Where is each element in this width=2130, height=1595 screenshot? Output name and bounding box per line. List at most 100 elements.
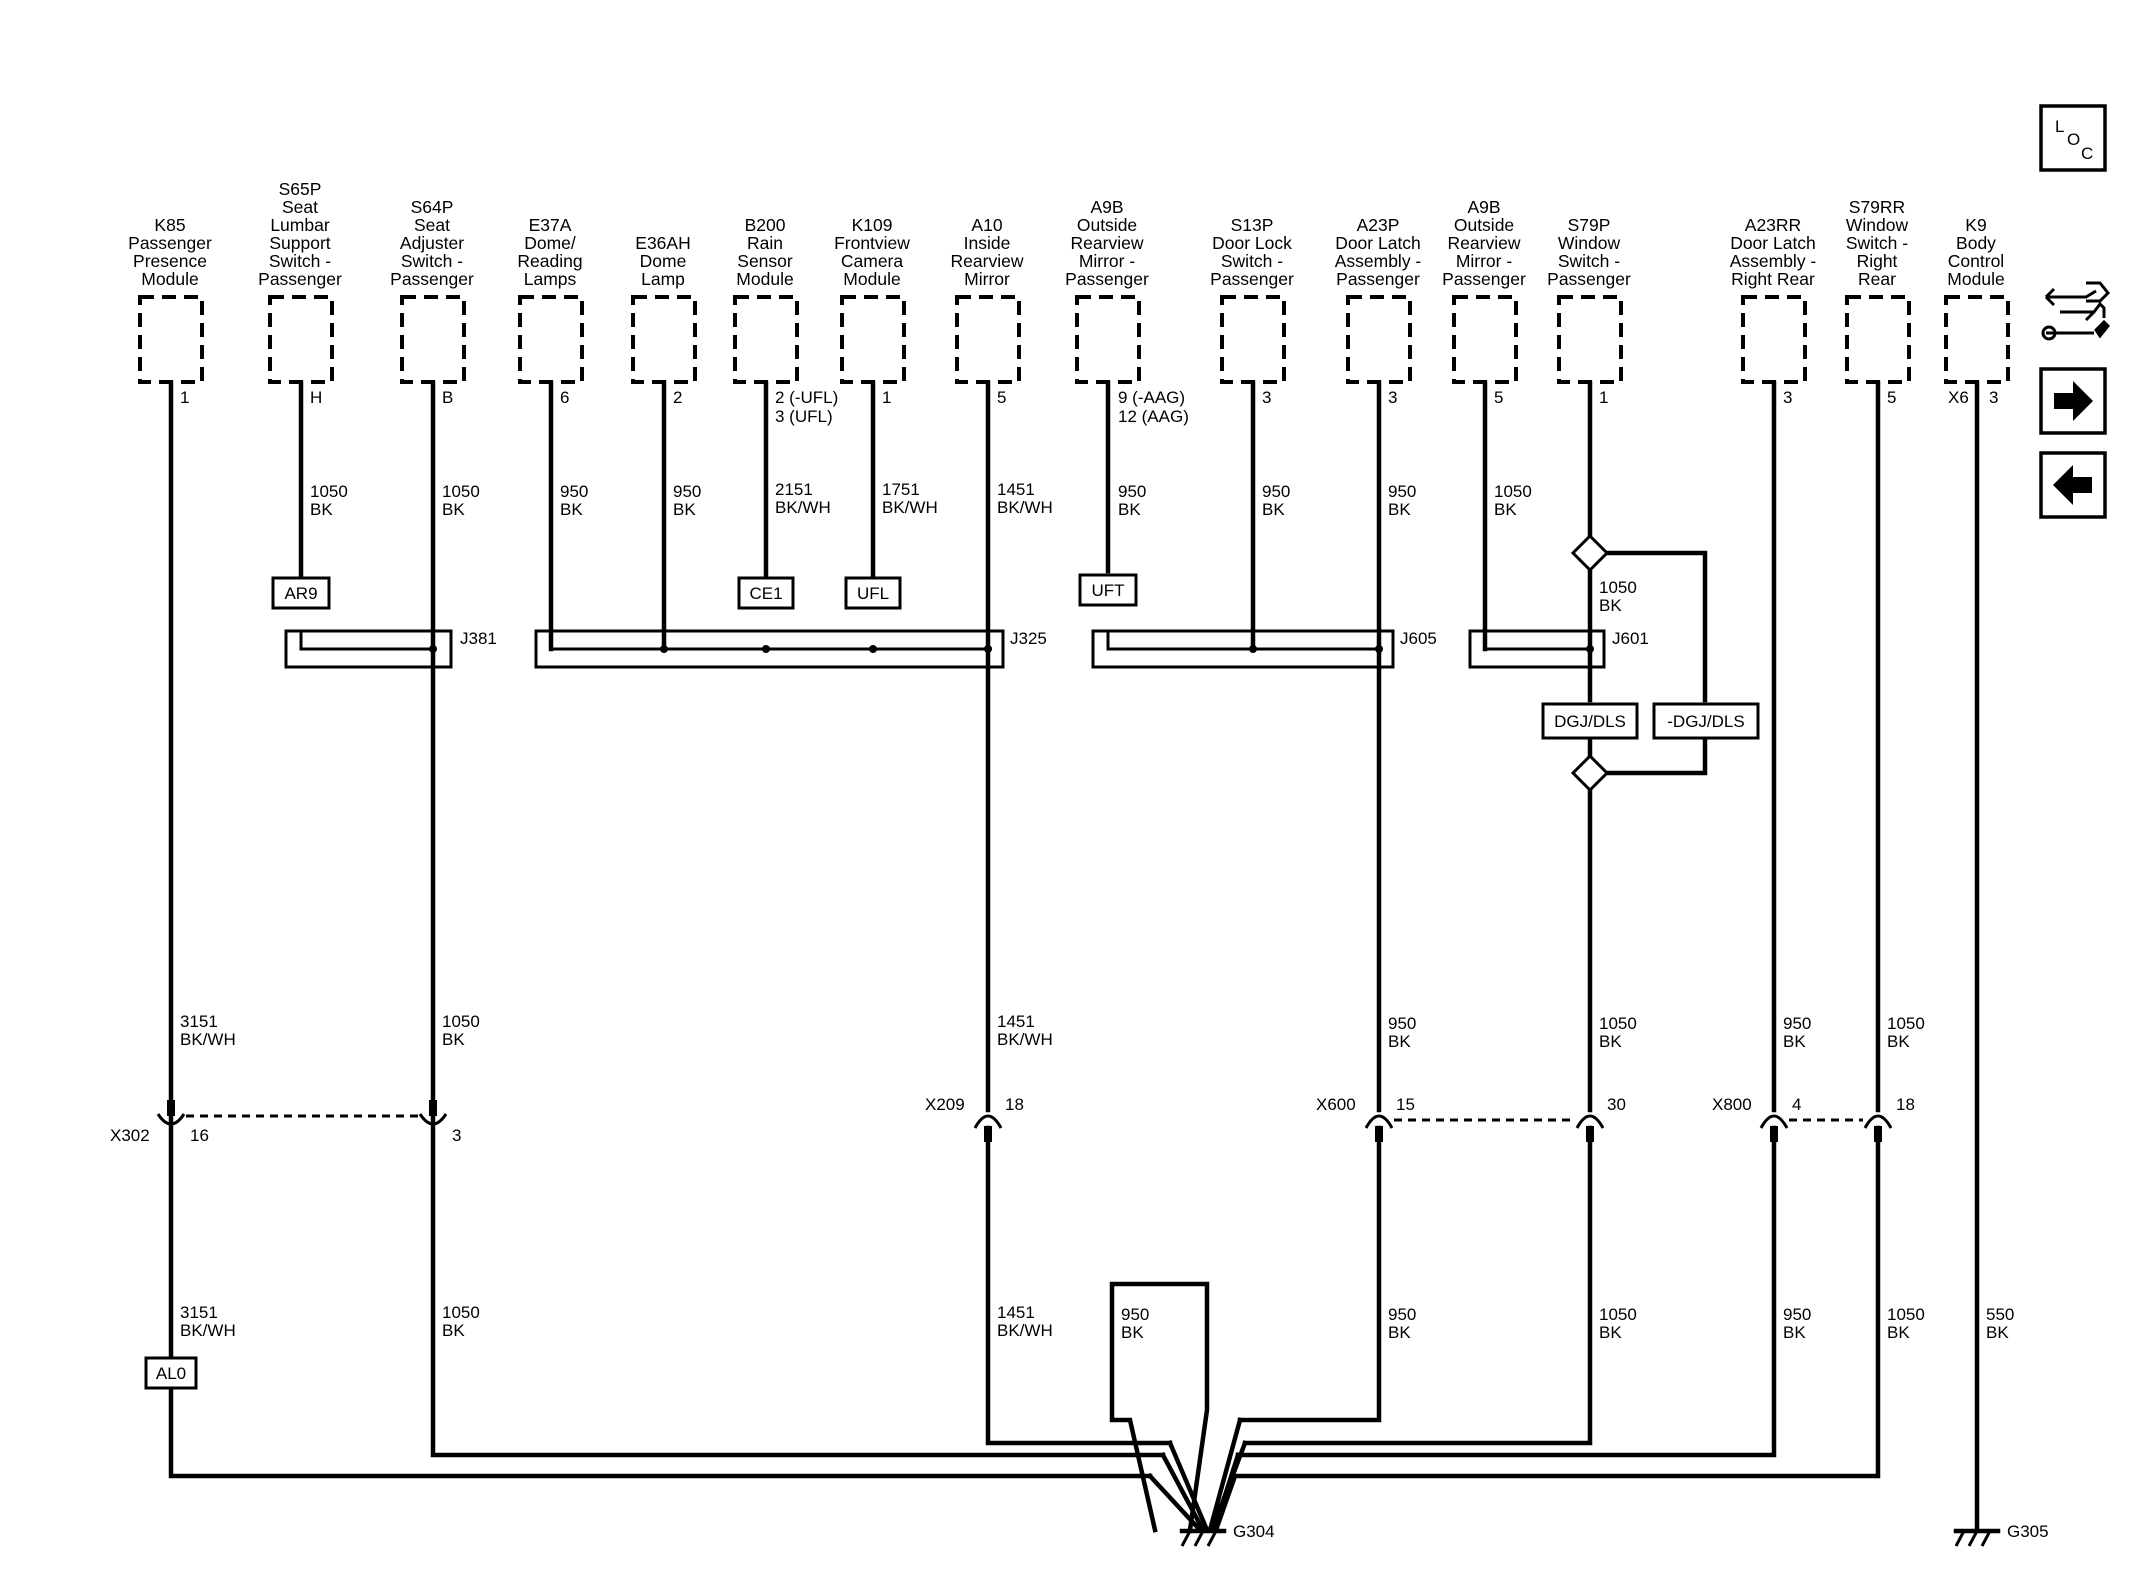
next-page-button[interactable] — [2039, 367, 2107, 435]
wire-color: BK — [1599, 596, 1622, 615]
component-s64p[interactable]: S64P Seat Adjuster Switch - Passenger B — [390, 197, 474, 407]
splice-outer — [1091, 629, 1395, 669]
component-label: Rearview — [1448, 233, 1521, 253]
connector-pin-female — [973, 1114, 1003, 1129]
component-label: Lamp — [641, 269, 685, 289]
wire-color: BK — [1388, 1032, 1411, 1051]
loc-button[interactable]: L O C — [2039, 104, 2107, 172]
mid-wire-labels: 3151 BK/WH 1050 BK 1451 BK/WH 950 BK 105… — [180, 1012, 1925, 1051]
component-a23rr[interactable]: A23RR Door Latch Assembly - Right Rear 3 — [1730, 215, 1817, 407]
splice-pack-j325[interactable]: J325 — [534, 629, 1047, 669]
splice-dot — [762, 645, 770, 653]
splice-pack-j601[interactable]: J601 — [1468, 629, 1649, 669]
component-a10[interactable]: A10 Inside Rearview Mirror 5 — [951, 215, 1024, 407]
component-label: S64P — [411, 197, 454, 217]
ground-label: G305 — [2007, 1522, 2049, 1541]
connector-name: X800 — [1712, 1095, 1752, 1114]
component-s79rr[interactable]: S79RR Window Switch - Right Rear 5 — [1845, 197, 1911, 407]
component-box — [1346, 295, 1412, 384]
wire-color: BK — [1262, 500, 1285, 519]
component-a9b-left[interactable]: A9B Outside Rearview Mirror - Passenger … — [1065, 197, 1189, 426]
component-box — [1741, 295, 1807, 384]
ground-g305[interactable]: G305 — [1953, 1522, 2049, 1547]
component-label: Passenger — [1065, 269, 1149, 289]
wire-size: 950 — [673, 482, 701, 501]
splice-pack-j605[interactable]: J605 — [1091, 629, 1437, 669]
wire-size: 950 — [1262, 482, 1290, 501]
splice-dot — [1249, 645, 1257, 653]
component-label: Passenger — [390, 269, 474, 289]
connector-pin-female — [1364, 1114, 1394, 1129]
component-e37a[interactable]: E37A Dome/ Reading Lamps 6 — [517, 215, 584, 407]
component-k9[interactable]: K9 Body Control Module X6 3 — [1944, 215, 2010, 407]
splice-label: J381 — [460, 629, 497, 648]
component-label: Module — [141, 269, 198, 289]
wire-color: BK — [1783, 1323, 1806, 1342]
component-label: Switch - — [1558, 251, 1620, 271]
connector-view-button[interactable] — [2041, 281, 2111, 341]
component-label: A9B — [1090, 197, 1123, 217]
connector-x302[interactable]: X302 16 3 — [110, 1100, 461, 1145]
connector-pin: 15 — [1396, 1095, 1415, 1114]
lower-wire-labels: 3151 BK/WH 1050 BK 1451 BK/WH 950 BK 950… — [180, 1303, 2014, 1342]
component-box — [955, 295, 1021, 384]
splice-pack-j381[interactable]: J381 — [284, 629, 497, 669]
connector-pin-male — [1770, 1126, 1778, 1142]
wire-size: 1050 — [1599, 1305, 1637, 1324]
previous-page-button[interactable] — [2039, 451, 2107, 519]
component-label: Mirror - — [1456, 251, 1513, 271]
component-label: Rain — [747, 233, 783, 253]
connector-x209[interactable]: X209 18 — [925, 1095, 1024, 1142]
connector-name: X302 — [110, 1126, 150, 1145]
component-box — [1452, 295, 1518, 384]
option-box-ufl: UFL — [844, 576, 902, 610]
wire-color: BK — [442, 1321, 465, 1340]
component-label: Passenger — [1442, 269, 1526, 289]
option-box — [144, 1356, 198, 1390]
component-k109[interactable]: K109 Frontview Camera Module 1 — [834, 215, 910, 407]
component-a9b-right[interactable]: A9B Outside Rearview Mirror - Passenger … — [1442, 197, 1526, 407]
wire-size: 950 — [560, 482, 588, 501]
connector-x600[interactable]: X600 15 30 — [1316, 1095, 1626, 1142]
component-e36ah[interactable]: E36AH Dome Lamp 2 — [631, 233, 697, 407]
pin-label: 2 (-UFL) — [775, 388, 838, 407]
loc-letter: C — [2081, 144, 2093, 163]
component-box — [1845, 295, 1911, 384]
component-k85[interactable]: K85 Passenger Presence Module 1 — [128, 215, 212, 407]
connector-name: X209 — [925, 1095, 965, 1114]
wire-size: 950 — [1388, 482, 1416, 501]
option-box-ar9: AR9 — [271, 576, 331, 610]
component-box — [138, 295, 204, 384]
component-b200[interactable]: B200 Rain Sensor Module 2 (-UFL) 3 (UFL) — [733, 215, 838, 426]
component-s79p[interactable]: S79P Window Switch - Passenger 1 — [1547, 215, 1631, 407]
wire-color: BK — [1783, 1032, 1806, 1051]
component-s65p[interactable]: S65P Seat Lumbar Support Switch - Passen… — [258, 179, 342, 407]
wire-color: BK/WH — [882, 498, 938, 517]
splice-dot — [660, 645, 668, 653]
component-label: S79P — [1568, 215, 1611, 235]
component-label: Right — [1857, 251, 1898, 271]
arrow-right-icon — [2054, 381, 2093, 421]
component-label: Seat — [414, 215, 450, 235]
connector-pin-female — [156, 1113, 186, 1126]
component-a23p[interactable]: A23P Door Latch Assembly - Passenger 3 — [1335, 215, 1422, 407]
option-code: DGJ/DLS — [1554, 712, 1626, 731]
component-label: E37A — [529, 215, 572, 235]
component-label: Rear — [1858, 269, 1896, 289]
connector-pin-female — [418, 1113, 448, 1126]
wire-color: BK — [1121, 1323, 1144, 1342]
splice-dot — [984, 645, 992, 653]
wire-color: BK — [673, 500, 696, 519]
option-code: AR9 — [284, 584, 317, 603]
loc-letter: L — [2055, 117, 2064, 136]
ground-g304[interactable]: G304 — [1179, 1522, 1275, 1547]
splice-dot — [1375, 645, 1383, 653]
wire-color: BK — [1388, 1323, 1411, 1342]
pin-label: 9 (-AAG) — [1118, 388, 1185, 407]
splice-bus — [299, 631, 433, 651]
splice-bus — [549, 631, 988, 651]
wire-color: BK/WH — [180, 1030, 236, 1049]
component-s13p[interactable]: S13P Door Lock Switch - Passenger 3 — [1210, 215, 1294, 407]
component-label: Mirror - — [1079, 251, 1136, 271]
connector-x800[interactable]: X800 4 18 — [1712, 1095, 1915, 1142]
